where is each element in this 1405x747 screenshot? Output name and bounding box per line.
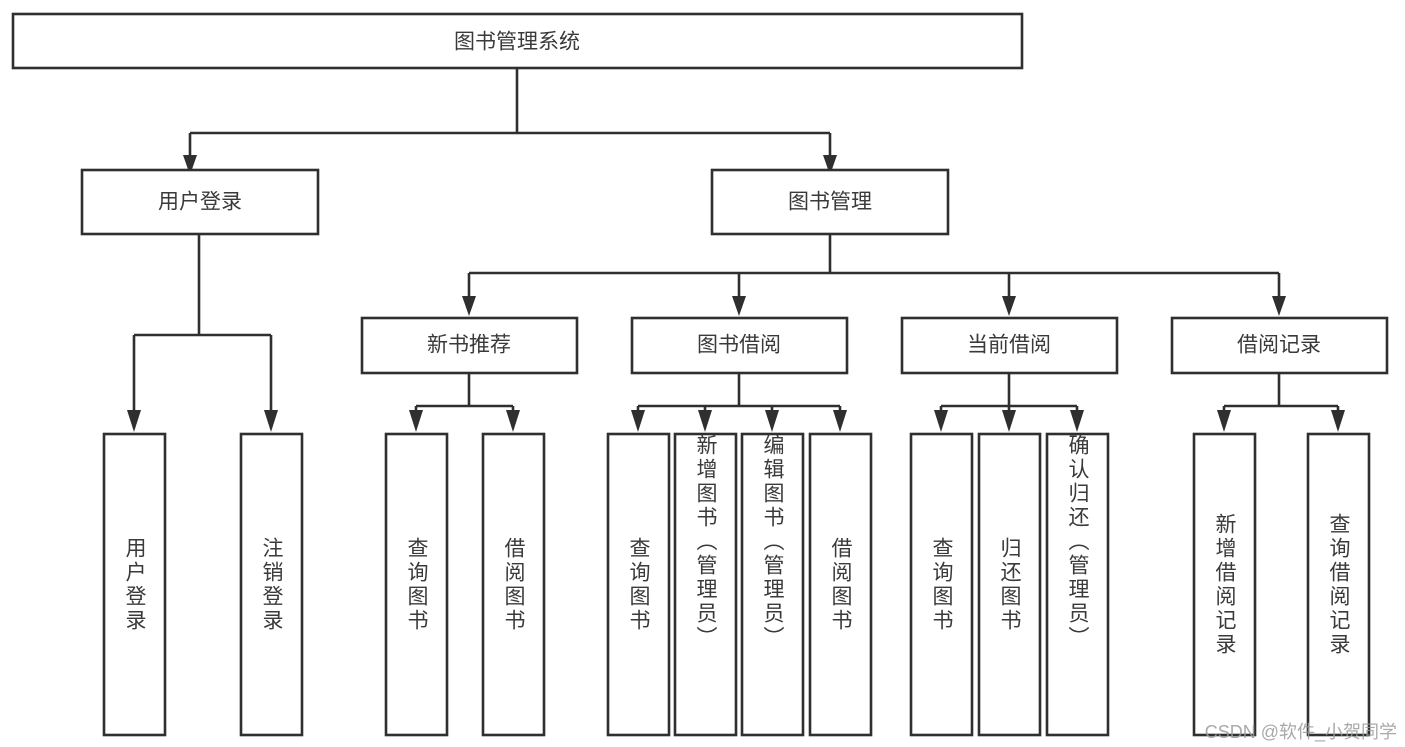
node-borrow-record[interactable]: 借阅记录 bbox=[1170, 316, 1389, 375]
node-leaf-return-book[interactable] bbox=[977, 432, 1042, 737]
node-leaf-edit-book[interactable] bbox=[740, 432, 805, 737]
node-new-book-recommend-label: 新书推荐 bbox=[427, 334, 511, 357]
connector-currentborrow-to-leaves bbox=[934, 373, 1084, 432]
node-leaf-add-record[interactable] bbox=[1192, 432, 1257, 737]
watermark-text: CSDN @软件_小贺同学 bbox=[1204, 722, 1397, 742]
node-leaf-query-book-2[interactable] bbox=[606, 432, 671, 737]
connector-root-to-level1 bbox=[183, 68, 837, 175]
node-leaf-user-logout[interactable] bbox=[239, 432, 304, 737]
node-root[interactable]: 图书管理系统 bbox=[11, 12, 1024, 70]
node-current-borrow[interactable]: 当前借阅 bbox=[900, 316, 1119, 375]
node-leaf-add-book[interactable] bbox=[673, 432, 738, 737]
node-leaf-query-book-3[interactable] bbox=[909, 432, 974, 737]
node-leaf-confirm-return[interactable] bbox=[1045, 432, 1110, 737]
node-book-manage[interactable]: 图书管理 bbox=[710, 168, 950, 236]
connector-borrowrecord-to-leaves bbox=[1217, 373, 1345, 432]
node-user-login[interactable]: 用户登录 bbox=[80, 168, 320, 236]
node-current-borrow-label: 当前借阅 bbox=[967, 334, 1051, 357]
node-borrow-record-label: 借阅记录 bbox=[1237, 334, 1321, 357]
node-book-borrow[interactable]: 图书借阅 bbox=[630, 316, 849, 375]
node-root-label: 图书管理系统 bbox=[454, 31, 580, 54]
node-book-manage-label: 图书管理 bbox=[788, 191, 872, 214]
connector-bookmanage-to-level2 bbox=[462, 234, 1286, 316]
node-leaf-borrow-book-2[interactable] bbox=[808, 432, 873, 737]
node-leaf-query-record[interactable] bbox=[1306, 432, 1371, 737]
node-leaf-user-login[interactable] bbox=[102, 432, 167, 737]
node-leaf-borrow-book-1[interactable] bbox=[481, 432, 546, 737]
connector-userlogin-to-leaves bbox=[127, 234, 278, 432]
node-book-borrow-label: 图书借阅 bbox=[697, 334, 781, 357]
node-new-book-recommend[interactable]: 新书推荐 bbox=[360, 316, 579, 375]
node-user-login-label: 用户登录 bbox=[158, 191, 242, 214]
connector-newbook-to-leaves bbox=[409, 373, 520, 432]
node-leaf-query-book-1[interactable] bbox=[384, 432, 449, 737]
connector-bookborrow-to-leaves bbox=[631, 373, 847, 432]
